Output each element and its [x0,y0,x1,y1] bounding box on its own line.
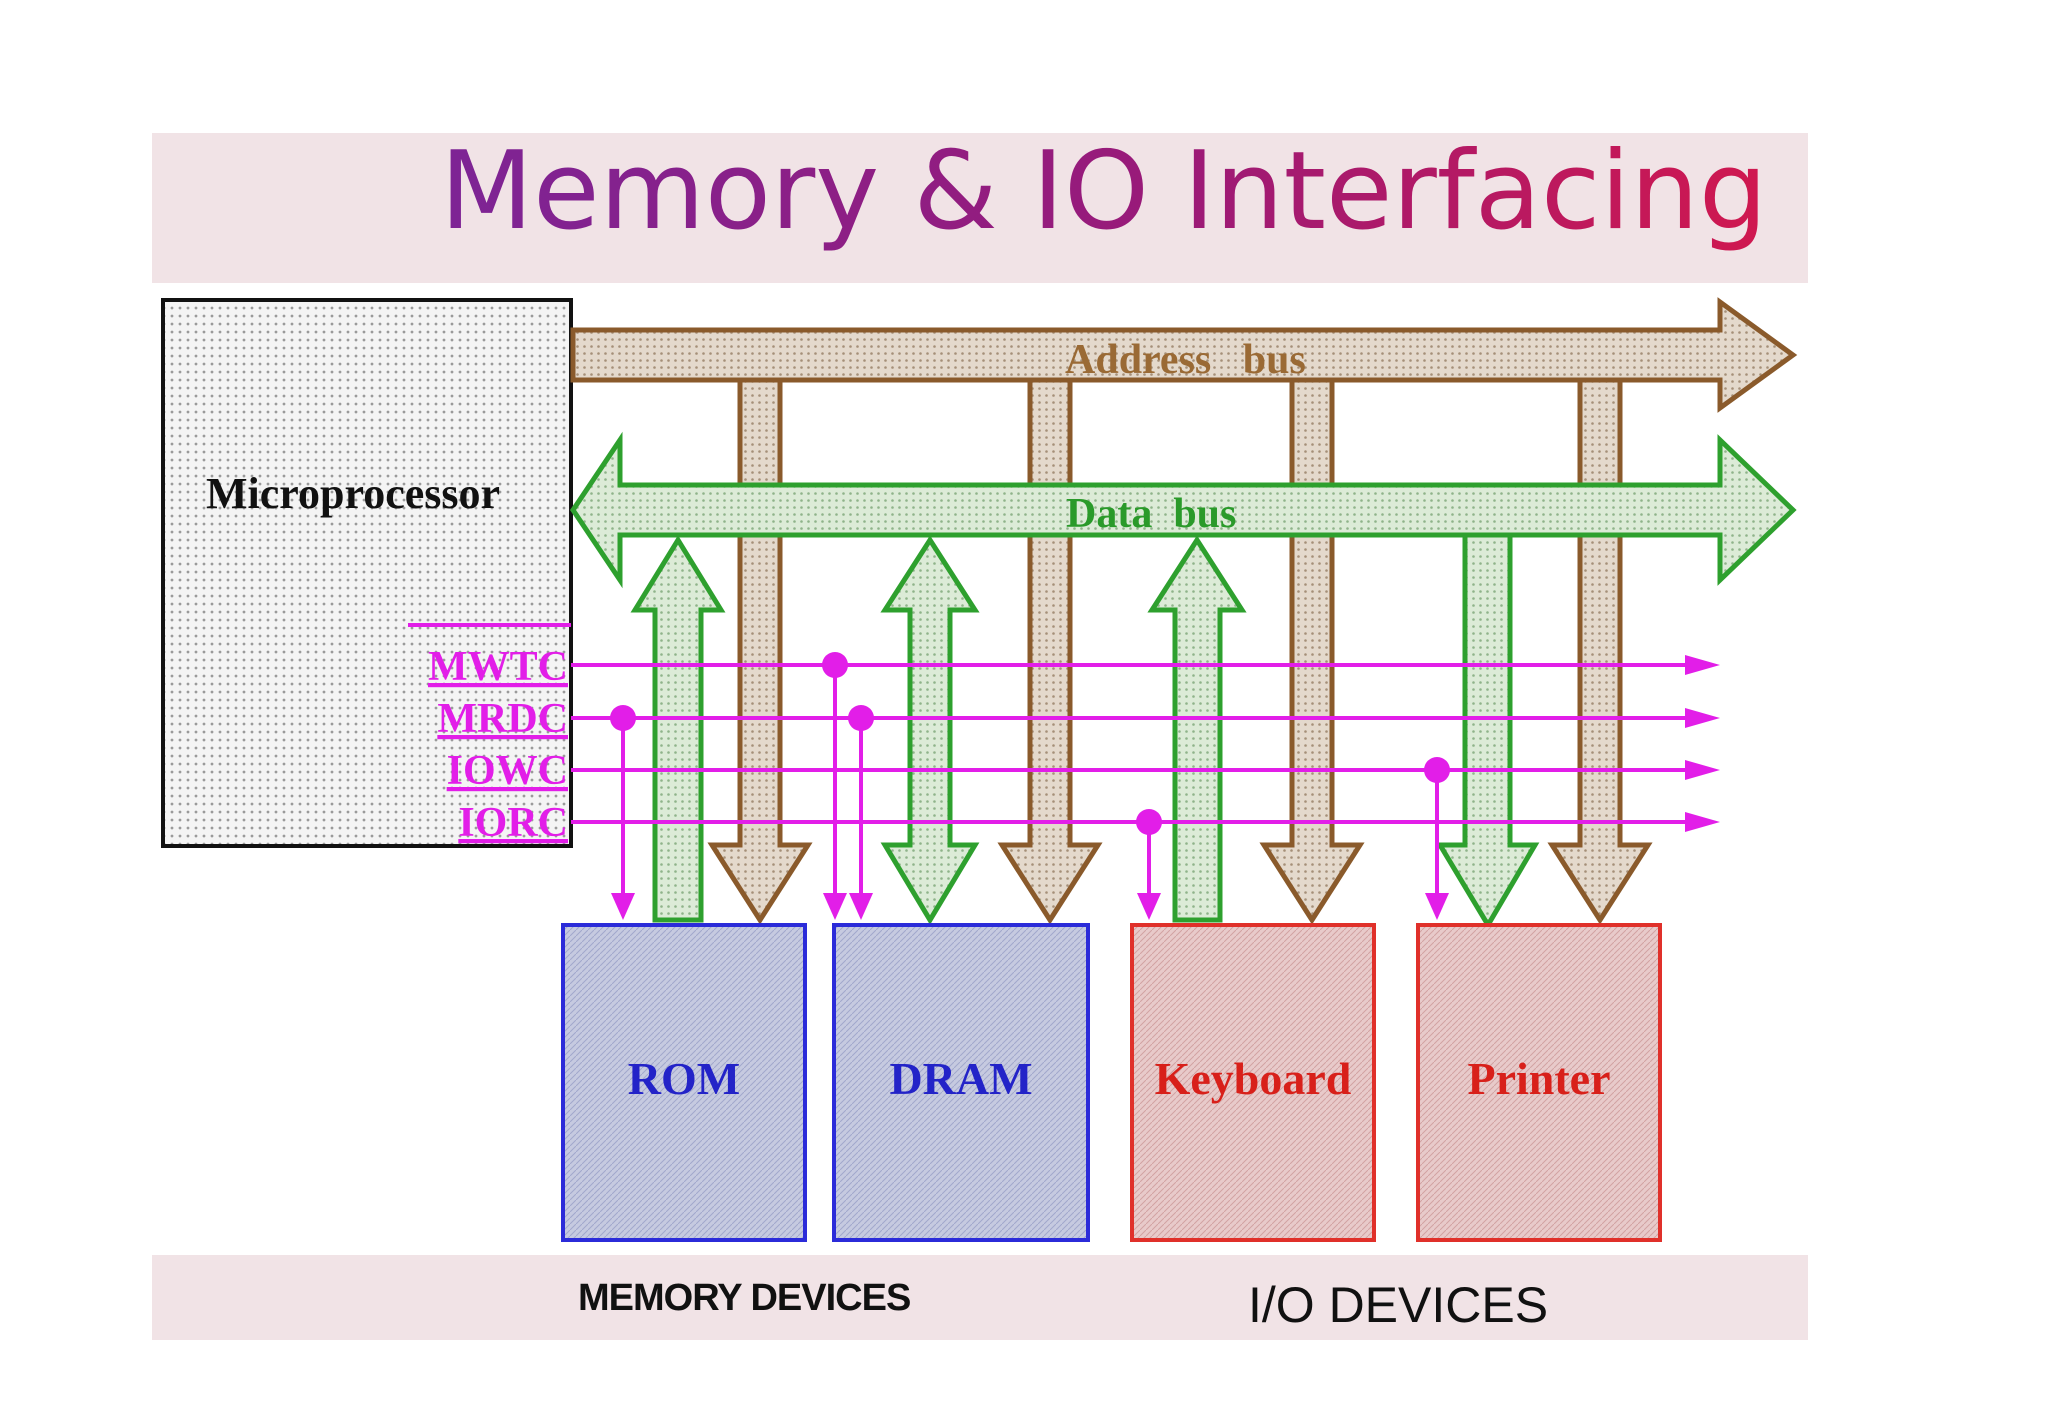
control-label-iowc: IOWC [447,748,568,794]
control-lines [408,623,1720,920]
io-devices-label: I/O DEVICES [1248,1277,1548,1333]
control-label-mrdc: MRDC [437,696,568,742]
address-bus-drops [707,377,1653,925]
address-drop-dram [997,377,1103,925]
dram-label: DRAM [889,1053,1032,1104]
data-bus-drops [630,532,1540,930]
control-labels: MWTC MRDC IOWC IORC [428,644,568,846]
address-drop-keyboard [1259,377,1365,925]
control-label-mwtc: MWTC [428,644,568,690]
data-drop-keyboard [1147,535,1247,923]
data-drop-dram [880,535,980,925]
printer-label: Printer [1467,1053,1610,1104]
rom-label: ROM [628,1053,740,1104]
footer-band [152,1255,1808,1340]
control-label-iorc: IORC [458,800,568,846]
keyboard-label: Keyboard [1155,1053,1352,1104]
microprocessor-label: Microprocessor [206,469,500,518]
address-bus-label: Address bus [1065,337,1306,383]
printer-block [1416,923,1662,1242]
memory-devices-label: MEMORY DEVICES [578,1277,910,1319]
dram-block [832,923,1090,1242]
title-banner [152,133,1808,283]
keyboard-block [1130,923,1376,1242]
rom-block [561,923,807,1242]
data-drop-rom [630,535,726,923]
microprocessor-block [161,298,573,848]
address-drop-printer [1547,377,1653,925]
data-bus-label: Data bus [1066,491,1236,537]
address-drop-rom [707,377,813,925]
page-title: Memory & IO Interfacing [440,129,1767,254]
data-bus-arrow [569,431,1797,589]
data-drop-printer [1435,532,1540,930]
